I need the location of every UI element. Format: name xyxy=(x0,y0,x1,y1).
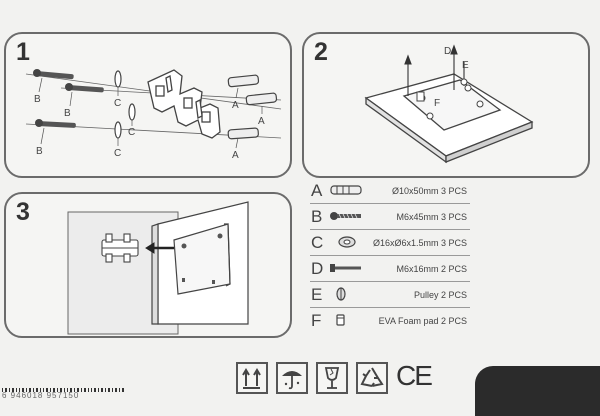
part-description: Pulley 2 PCS xyxy=(413,290,467,300)
this-way-up-icon xyxy=(236,362,268,394)
direction-arrow xyxy=(145,242,174,254)
step-2-illustration: D E F xyxy=(364,44,534,164)
part-description: M6x16mm 2 PCS xyxy=(396,264,467,274)
label-d: D xyxy=(444,46,451,57)
part-description: EVA Foam pad 2 PCS xyxy=(378,316,467,326)
parts-list: A Ø10x50mm 3 PCS B M6x45mm 3 PCS C Ø16xØ… xyxy=(310,178,470,338)
part-row-b: B M6x45mm 3 PCS xyxy=(310,204,470,230)
wall-bracket xyxy=(101,233,139,263)
label-c-2: C xyxy=(128,127,135,138)
keep-dry-icon xyxy=(276,362,308,394)
step-2-panel: 2 D E F xyxy=(302,32,590,178)
ce-mark-icon: CE xyxy=(396,360,433,394)
wall-bracket xyxy=(147,69,221,139)
part-letter: A xyxy=(311,181,323,200)
step-1-panel: 1 xyxy=(4,32,292,178)
anchor-a-2 xyxy=(245,92,278,106)
pulley-icon xyxy=(336,287,346,301)
part-row-a: A Ø10x50mm 3 PCS xyxy=(310,178,470,204)
part-letter: E xyxy=(311,285,323,304)
label-a-2: A xyxy=(258,116,265,127)
part-row-d: D M6x16mm 2 PCS xyxy=(310,256,470,282)
step-3-panel: 3 xyxy=(4,192,292,338)
foam-pad-icon xyxy=(336,314,345,326)
wall-anchor-icon xyxy=(330,185,362,195)
tv-panel xyxy=(151,201,249,325)
part-description: Ø16xØ6x1.5mm 3 PCS xyxy=(372,238,467,248)
label-a-3: A xyxy=(232,150,239,161)
step-1-illustration: B B B C C C A A A xyxy=(25,69,282,161)
step-3-illustration xyxy=(67,201,249,335)
bolt-icon xyxy=(330,264,361,272)
label-b-2: B xyxy=(64,108,71,119)
step-number: 1 xyxy=(16,38,30,66)
label-a-1: A xyxy=(232,100,239,111)
part-letter: D xyxy=(311,259,324,278)
label-b-3: B xyxy=(36,146,43,157)
label-e: E xyxy=(462,60,469,71)
anchor-a-3 xyxy=(227,127,259,140)
label-c-3: C xyxy=(114,148,121,159)
part-letter: C xyxy=(311,233,324,252)
screw-b-1 xyxy=(33,69,74,80)
washer-icon xyxy=(338,236,356,248)
screw-icon xyxy=(330,212,361,220)
barcode-digits: 6 946018 957150 xyxy=(2,391,80,400)
part-row-e: E Pulley 2 PCS xyxy=(310,282,470,308)
part-row-f: F EVA Foam pad 2 PCS xyxy=(310,308,470,334)
fragile-icon xyxy=(316,362,348,394)
barcode xyxy=(2,388,124,392)
label-b-1: B xyxy=(34,94,41,105)
part-letter: B xyxy=(311,207,323,226)
ce-mark-text: CE xyxy=(396,360,433,391)
step-number: 2 xyxy=(314,38,328,66)
box-corner-graphic xyxy=(475,366,600,416)
label-f: F xyxy=(434,98,440,109)
step-number: 3 xyxy=(16,198,30,226)
part-description: Ø10x50mm 3 PCS xyxy=(391,186,467,196)
recycle-icon xyxy=(356,362,388,394)
screw-b-3 xyxy=(35,119,76,128)
label-c-1: C xyxy=(114,98,121,109)
screw-b-2 xyxy=(65,83,104,93)
anchor-a-1 xyxy=(227,74,260,88)
part-description: M6x45mm 3 PCS xyxy=(396,212,467,222)
part-row-c: C Ø16xØ6x1.5mm 3 PCS xyxy=(310,230,470,256)
part-letter: F xyxy=(311,311,322,330)
